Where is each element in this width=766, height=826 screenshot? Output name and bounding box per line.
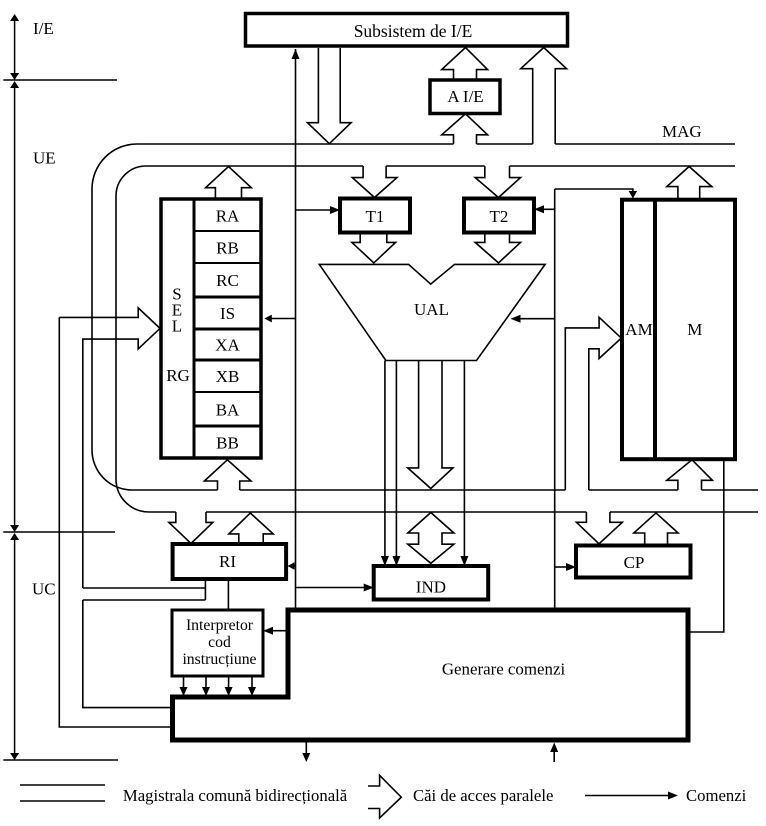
svg-text:T1: T1 (366, 207, 385, 226)
svg-text:UE: UE (33, 149, 56, 168)
svg-text:instrucțiune: instrucțiune (182, 651, 256, 668)
svg-text:BA: BA (216, 401, 240, 420)
svg-text:I/E: I/E (33, 19, 54, 38)
svg-text:S: S (172, 285, 181, 304)
svg-text:BB: BB (216, 434, 239, 453)
svg-text:cod: cod (208, 634, 231, 651)
svg-text:CP: CP (624, 553, 645, 572)
svg-text:RI: RI (219, 552, 236, 571)
svg-text:XB: XB (216, 367, 240, 386)
svg-text:Căi de acces paralele: Căi de acces paralele (413, 786, 553, 805)
svg-text:Comenzi: Comenzi (686, 786, 747, 805)
svg-text:IND: IND (416, 578, 446, 597)
svg-text:IS: IS (220, 304, 235, 323)
svg-text:A I/E: A I/E (447, 87, 483, 106)
svg-text:RA: RA (216, 207, 240, 226)
svg-text:Generare comenzi: Generare comenzi (442, 660, 566, 679)
svg-text:E: E (172, 301, 182, 320)
svg-text:L: L (172, 317, 182, 336)
svg-text:Interpretor: Interpretor (186, 617, 254, 634)
svg-text:XA: XA (215, 336, 240, 355)
svg-text:RB: RB (216, 239, 239, 258)
svg-text:Magistrala comună bidirecționa: Magistrala comună bidirecțională (123, 786, 348, 805)
svg-text:AM: AM (625, 320, 652, 339)
svg-text:T2: T2 (490, 207, 509, 226)
svg-text:UAL: UAL (414, 300, 449, 319)
svg-text:Subsistem de I/E: Subsistem de I/E (354, 21, 473, 41)
svg-text:RC: RC (216, 271, 239, 290)
svg-text:MAG: MAG (662, 122, 702, 141)
svg-text:M: M (687, 320, 702, 339)
svg-text:RG: RG (166, 366, 190, 385)
svg-text:UC: UC (32, 580, 56, 599)
